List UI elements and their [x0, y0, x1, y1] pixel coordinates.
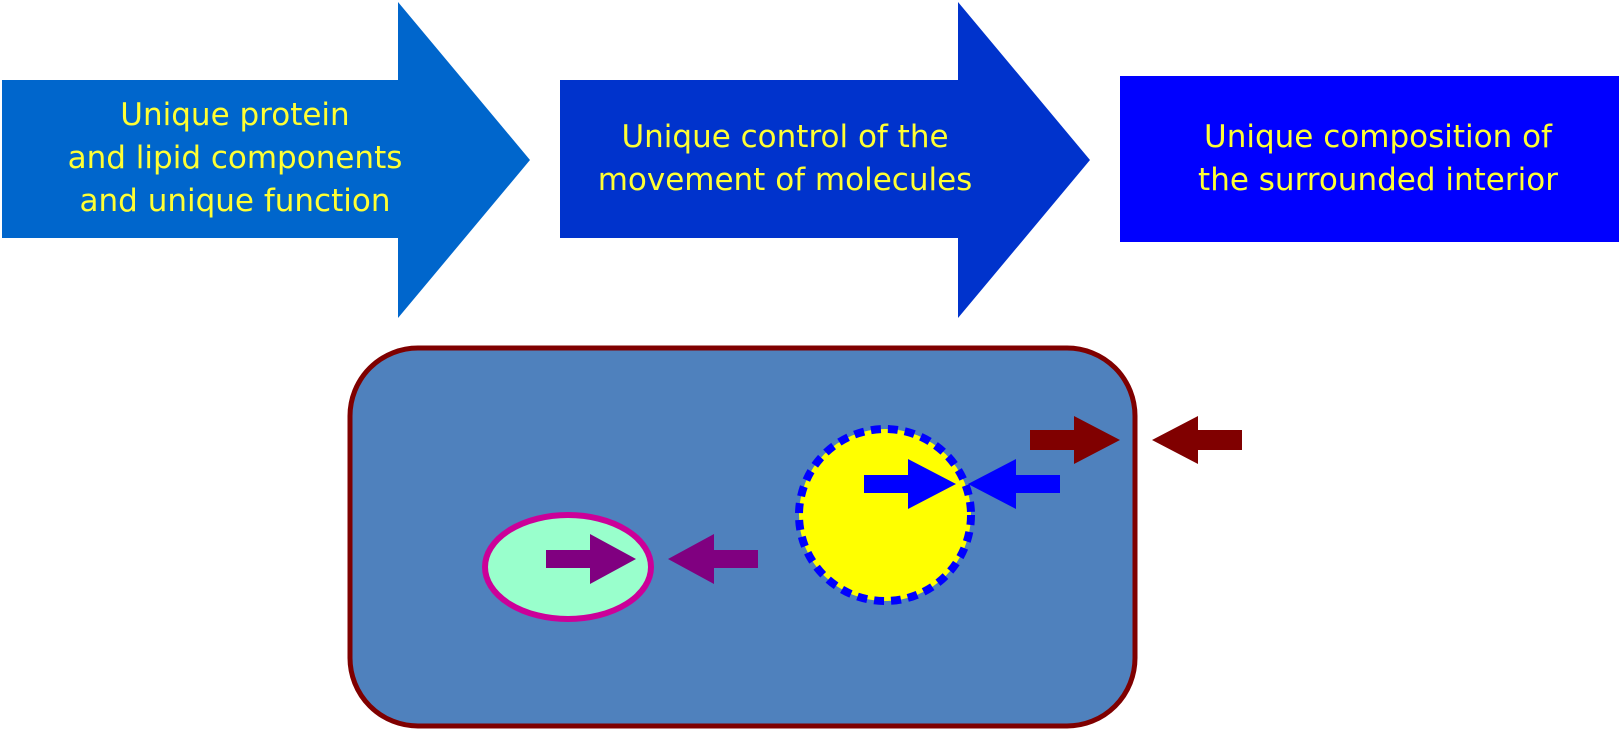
- nucleus-inward-arrow: [864, 459, 956, 509]
- step-1-line-3: and unique function: [79, 183, 391, 219]
- step-3-label: Unique composition of the surrounded int…: [1148, 116, 1608, 202]
- step-2-label: Unique control of the movement of molecu…: [580, 116, 990, 202]
- step-1-line-2: and lipid components: [67, 140, 403, 176]
- vacuole-inward-arrow: [546, 534, 636, 584]
- step-2-line-1: Unique control of the: [621, 119, 949, 155]
- step-1-arrow: [2, 2, 530, 318]
- step-3-line-1: Unique composition of: [1204, 119, 1552, 155]
- nucleus-organelle: [795, 425, 975, 605]
- step-3-line-2: the surrounded interior: [1198, 162, 1558, 198]
- cell-body: [347, 345, 1138, 729]
- cell-outward-arrow: [1152, 416, 1242, 464]
- step-2-arrow: [560, 2, 1090, 318]
- vacuole-outward-arrow: [668, 534, 758, 584]
- step-3-box: [1120, 76, 1619, 242]
- nucleus-outward-arrow: [968, 459, 1060, 509]
- step-1-line-1: Unique protein: [120, 97, 350, 133]
- cell-inward-arrow: [1030, 416, 1120, 464]
- step-1-label: Unique protein and lipid components and …: [30, 94, 440, 223]
- step-2-line-2: movement of molecules: [597, 162, 973, 198]
